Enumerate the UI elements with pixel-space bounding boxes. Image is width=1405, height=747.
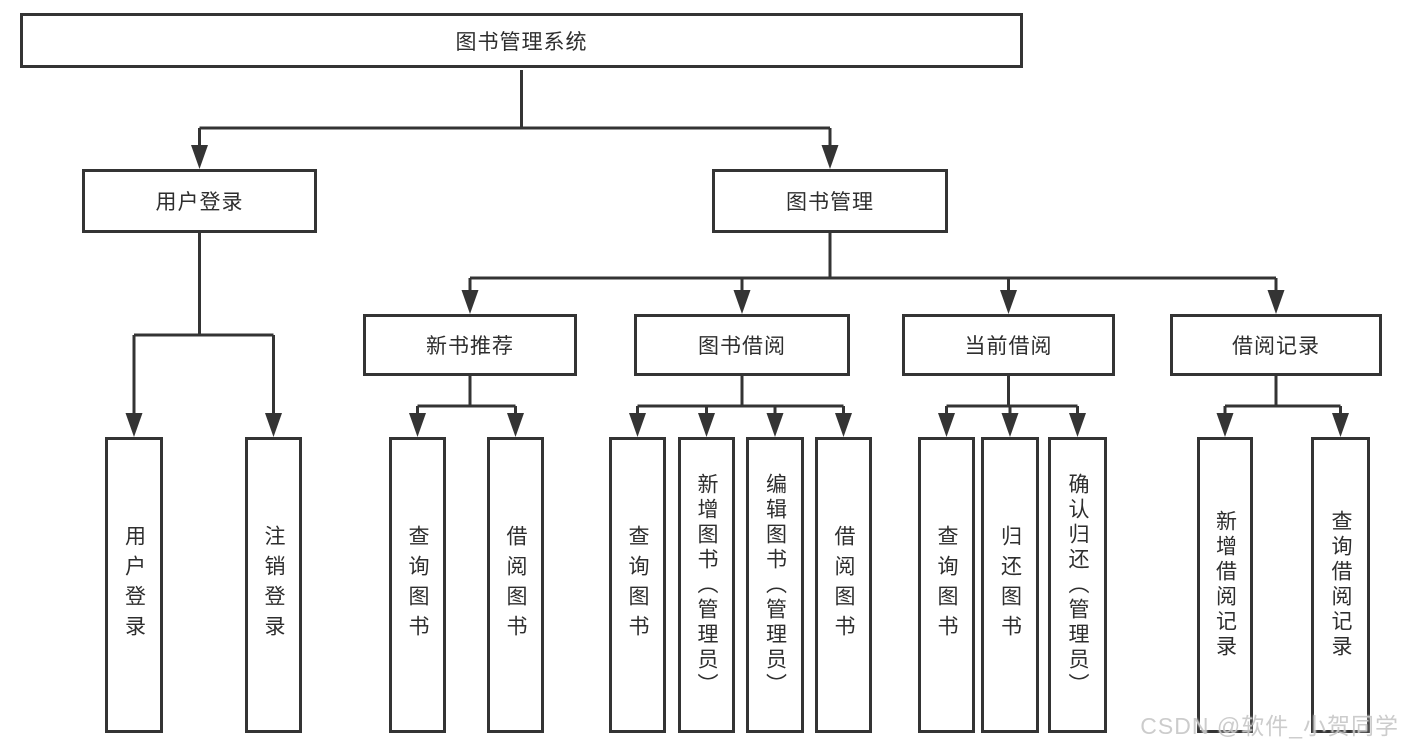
leaf-confirm-return-admin: 确认归还（管理员） bbox=[1048, 437, 1107, 733]
node-label: 确认归还（管理员） bbox=[1066, 472, 1089, 698]
leaf-add-borrow-record: 新增借阅记录 bbox=[1197, 437, 1253, 733]
watermark: CSDN @软件_小贺同学 bbox=[1140, 713, 1399, 739]
node-label: 查询图书 bbox=[626, 525, 649, 645]
leaf-user-login: 用户登录 bbox=[105, 437, 163, 733]
node-user-login-branch: 用户登录 bbox=[82, 169, 317, 233]
leaf-add-books-admin: 新增图书（管理员） bbox=[678, 437, 735, 733]
node-label: 用户登录 bbox=[122, 525, 146, 645]
node-label: 借阅记录 bbox=[1232, 335, 1320, 358]
leaf-query-books: 查询图书 bbox=[609, 437, 666, 733]
node-label: 编辑图书（管理员） bbox=[763, 472, 787, 698]
leaf-query-books: 查询图书 bbox=[918, 437, 975, 733]
leaf-edit-books-admin: 编辑图书（管理员） bbox=[746, 437, 804, 733]
node-label: 新书推荐 bbox=[426, 335, 514, 358]
node-label: 新增图书（管理员） bbox=[695, 472, 718, 698]
node-label: 图书管理系统 bbox=[455, 30, 588, 54]
node-label: 查询借阅记录 bbox=[1329, 510, 1352, 660]
node-library-management-system: 图书管理系统 bbox=[20, 13, 1023, 68]
node-book-management-branch: 图书管理 bbox=[712, 169, 948, 233]
node-label: 当前借阅 bbox=[964, 335, 1053, 358]
leaf-borrow-books: 借阅图书 bbox=[487, 437, 544, 733]
leaf-query-borrow-record: 查询借阅记录 bbox=[1311, 437, 1370, 733]
node-borrowing-records: 借阅记录 bbox=[1170, 314, 1382, 376]
node-label: 注销登录 bbox=[262, 525, 285, 645]
node-label: 图书管理 bbox=[786, 191, 874, 214]
node-label: 图书借阅 bbox=[698, 335, 786, 358]
node-current-borrowing: 当前借阅 bbox=[902, 314, 1115, 376]
leaf-borrow-books: 借阅图书 bbox=[815, 437, 872, 733]
node-label: 用户登录 bbox=[155, 191, 244, 214]
node-book-borrowing: 图书借阅 bbox=[634, 314, 850, 376]
node-new-book-recommendation: 新书推荐 bbox=[363, 314, 577, 376]
leaf-logout: 注销登录 bbox=[245, 437, 302, 733]
node-label: 新增借阅记录 bbox=[1213, 510, 1237, 660]
node-label: 归还图书 bbox=[998, 525, 1022, 645]
leaf-query-books: 查询图书 bbox=[389, 437, 446, 733]
leaf-return-books: 归还图书 bbox=[981, 437, 1039, 733]
node-label: 借阅图书 bbox=[832, 525, 855, 645]
node-label: 查询图书 bbox=[406, 525, 429, 645]
node-label: 借阅图书 bbox=[504, 525, 527, 645]
node-label: 查询图书 bbox=[935, 525, 958, 645]
